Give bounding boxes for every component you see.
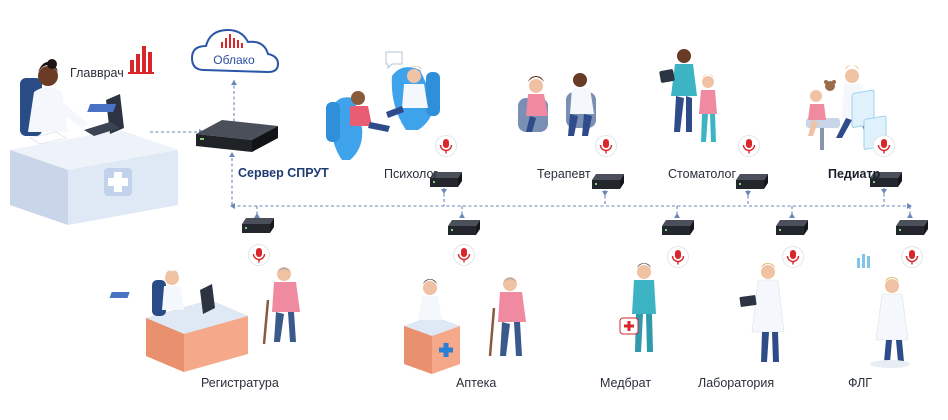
- dentist-illustration: [659, 49, 717, 142]
- pharmacy-illustration: [404, 277, 526, 374]
- label-dentist: Стоматолог: [668, 167, 737, 181]
- psychologist-illustration: [326, 51, 440, 160]
- bar-chart-icon: [128, 46, 154, 74]
- label-psychologist: Психолог: [384, 167, 438, 181]
- label-registry: Регистратура: [201, 376, 279, 390]
- arrowheads: [199, 80, 913, 218]
- laboratory-illustration: [739, 263, 785, 362]
- therapist-illustration: [518, 73, 596, 136]
- label-pharmacy: Аптека: [456, 376, 497, 390]
- label-nurse: Медбрат: [600, 376, 652, 390]
- chief-desk-illustration: [10, 46, 178, 225]
- network-devices: [242, 172, 928, 235]
- label-laboratory: Лаборатория: [698, 376, 775, 390]
- cloud-icon: Облако: [190, 28, 280, 74]
- label-therapist: Терапевт: [537, 167, 591, 181]
- cloud-label: Облако: [213, 53, 255, 67]
- label-chief: Главврач: [70, 66, 124, 80]
- label-flg: ФЛГ: [848, 376, 873, 390]
- server-device: [196, 120, 278, 152]
- label-pediatrician: Педиатр: [828, 167, 881, 181]
- registry-illustration: [109, 267, 300, 372]
- label-server: Сервер СПРУТ: [238, 166, 329, 180]
- nurse-illustration: [619, 263, 656, 352]
